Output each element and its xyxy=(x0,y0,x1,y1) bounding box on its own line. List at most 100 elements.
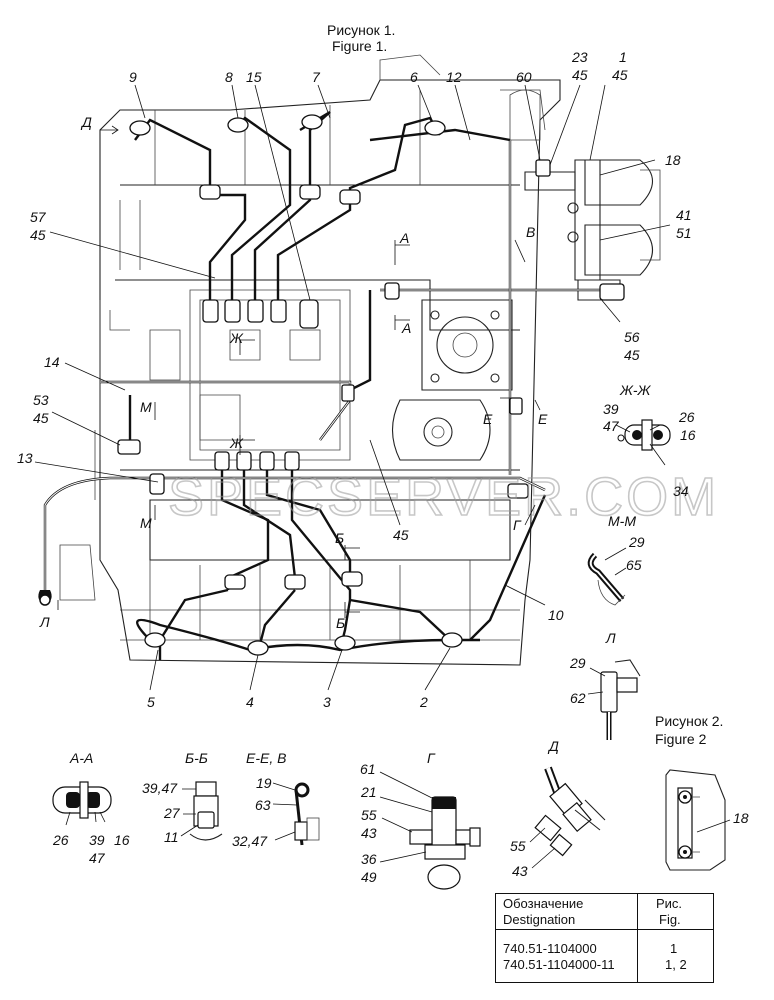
callouts: 9 8 15 7 6 12 60 23 45 1 45 18 57 45 41 … xyxy=(17,49,692,710)
detail-aa-16: 16 xyxy=(114,832,130,848)
callout-15: 15 xyxy=(246,69,262,85)
callout-12: 12 xyxy=(446,69,462,85)
figure1-caption-en: Figure 1. xyxy=(332,38,387,54)
detail-zh-zh: Ж-Ж 39 47 26 16 34 xyxy=(603,382,696,499)
table-col-divider xyxy=(496,894,638,982)
section-letters: Д А А Ж Ж В М М Е Е Б Б Г Л xyxy=(39,114,548,631)
callout-8: 8 xyxy=(225,69,233,85)
table-row-designation: 740.51-1104000 xyxy=(503,941,597,956)
callout-45d: 45 xyxy=(624,347,640,363)
detail-m-m: М-М 29 65 xyxy=(587,513,645,606)
callout-57: 57 xyxy=(30,209,47,225)
callout-1: 1 xyxy=(619,49,627,65)
detail-eev-title: Е-Е, В xyxy=(246,750,286,766)
callout-51: 51 xyxy=(676,225,692,241)
callout-45a: 45 xyxy=(572,67,588,83)
detail-g-36: 36 xyxy=(361,851,377,867)
callout-5: 5 xyxy=(147,694,155,710)
section-zh-top: Ж xyxy=(229,330,244,346)
watermark: SPECSERVER.COM xyxy=(168,467,719,527)
callout-45b: 45 xyxy=(612,67,628,83)
detail-bb-11: 11 xyxy=(164,829,179,845)
callout-3: 3 xyxy=(323,694,331,710)
designation-table: Обозначение Destignation Рис. Fig. 740.5… xyxy=(495,893,714,983)
table-row-fig: 1, 2 xyxy=(665,957,687,972)
table-header-fig-en: Fig. xyxy=(659,912,681,927)
callout-10: 10 xyxy=(548,607,564,623)
detail-eev-63: 63 xyxy=(255,797,271,813)
callout-9: 9 xyxy=(129,69,137,85)
detail-g-55: 55 xyxy=(361,807,377,823)
detail-l-62: 62 xyxy=(570,690,586,706)
detail-g-61: 61 xyxy=(360,761,376,777)
table-row-designation: 740.51-1104000-11 xyxy=(503,957,615,972)
leader-lines xyxy=(34,84,671,691)
section-m-top: М xyxy=(140,399,152,415)
callout-7: 7 xyxy=(312,69,321,85)
detail-g-title: Г xyxy=(427,750,436,766)
detail-bb-3947: 39,47 xyxy=(142,780,178,796)
callout-60: 60 xyxy=(516,69,532,85)
detail-aa-39: 39 xyxy=(89,832,105,848)
detail-g: Г 61 21 55 43 36 49 xyxy=(360,750,481,890)
detail-aa-title: А-А xyxy=(69,750,93,766)
detail-eev-19: 19 xyxy=(256,775,272,791)
callout-41: 41 xyxy=(676,207,692,223)
section-ye-right: Е xyxy=(538,411,548,427)
callout-23: 23 xyxy=(571,49,588,65)
detail-mm-65: 65 xyxy=(626,557,642,573)
callout-53: 53 xyxy=(33,392,49,408)
table-row-fig: 1 xyxy=(670,941,678,956)
engine-outline xyxy=(59,54,561,666)
fuel-filter-assembly xyxy=(524,159,661,301)
detail-zhzh-16: 16 xyxy=(680,427,696,443)
detail-zhzh-39: 39 xyxy=(603,401,619,417)
detail-mm-29: 29 xyxy=(628,534,645,550)
section-b-top: Б xyxy=(335,530,344,546)
section-zh-bottom: Ж xyxy=(229,435,244,451)
detail-l-title: Л xyxy=(605,630,616,646)
callout-4: 4 xyxy=(246,694,254,710)
detail-d-55: 55 xyxy=(510,838,526,854)
detail-d-43: 43 xyxy=(512,863,528,879)
section-m-bottom: М xyxy=(140,515,152,531)
figure1-caption-ru: Рисунок 1. xyxy=(327,22,395,38)
table-header xyxy=(496,894,713,930)
section-b-bottom: Б xyxy=(336,615,345,631)
callout-14: 14 xyxy=(44,354,60,370)
callout-45c: 45 xyxy=(30,227,46,243)
detail-bb-27: 27 xyxy=(163,805,181,821)
detail-zhzh-47: 47 xyxy=(603,418,620,434)
detail-g-43: 43 xyxy=(361,825,377,841)
detail-bb-title: Б-Б xyxy=(185,750,208,766)
detail-fig2: 18 xyxy=(665,769,749,871)
section-g: Г xyxy=(513,517,522,533)
detail-g-49: 49 xyxy=(361,869,377,885)
callout-6: 6 xyxy=(410,69,418,85)
fittings xyxy=(38,114,625,656)
table-header-fig-ru: Рис. xyxy=(656,896,683,911)
figure2-caption-ru: Рисунок 2. xyxy=(655,713,723,729)
detail-zhzh-34: 34 xyxy=(673,483,689,499)
callout-18: 18 xyxy=(665,152,681,168)
callout-45f: 45 xyxy=(393,527,409,543)
detail-mm-title: М-М xyxy=(608,513,636,529)
detail-l: Л 29 62 xyxy=(569,630,641,740)
callout-13: 13 xyxy=(17,450,33,466)
detail-g-21: 21 xyxy=(360,784,377,800)
section-v: В xyxy=(526,224,535,240)
callout-45e: 45 xyxy=(33,410,49,426)
detail-fig2-18: 18 xyxy=(733,810,749,826)
detail-aa-26: 26 xyxy=(52,832,69,848)
table-header-designation-ru: Обозначение xyxy=(503,896,584,911)
fuel-lines xyxy=(43,128,600,641)
section-l: Л xyxy=(39,614,50,630)
detail-d: Д 55 43 xyxy=(510,738,606,879)
callout-2: 2 xyxy=(419,694,428,710)
detail-ye-ye-v: Е-Е, В 19 63 32,47 xyxy=(232,750,320,849)
detail-zhzh-title: Ж-Ж xyxy=(619,382,652,398)
detail-aa-47: 47 xyxy=(89,850,106,866)
figure2-caption-en: Figure 2 xyxy=(655,731,707,747)
section-cuts xyxy=(57,125,541,618)
